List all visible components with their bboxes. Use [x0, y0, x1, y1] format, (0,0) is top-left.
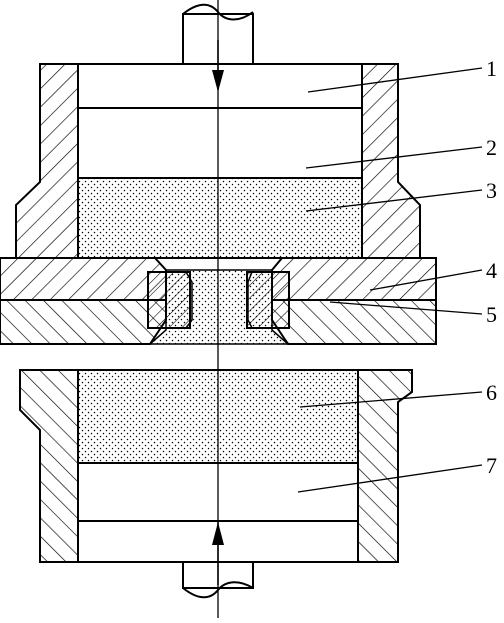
insert-ring — [147, 271, 290, 329]
leader-lines — [297, 67, 483, 493]
callout-4: 4 — [486, 258, 497, 283]
callout-6: 6 — [486, 380, 497, 405]
callout-3: 3 — [486, 178, 497, 203]
callout-labels: 1 2 3 4 5 6 7 — [486, 56, 497, 478]
upper-powder-charge — [77, 177, 363, 259]
upper-die — [0, 257, 437, 301]
upper-pressure-plate — [77, 107, 363, 179]
callout-2: 2 — [486, 135, 497, 160]
callout-1: 1 — [486, 56, 497, 81]
upward-force-arrow — [212, 520, 224, 585]
lower-sleeve — [19, 369, 413, 563]
downward-force-arrow — [212, 40, 224, 92]
callout-7: 7 — [486, 453, 497, 478]
callout-5: 5 — [486, 302, 497, 327]
